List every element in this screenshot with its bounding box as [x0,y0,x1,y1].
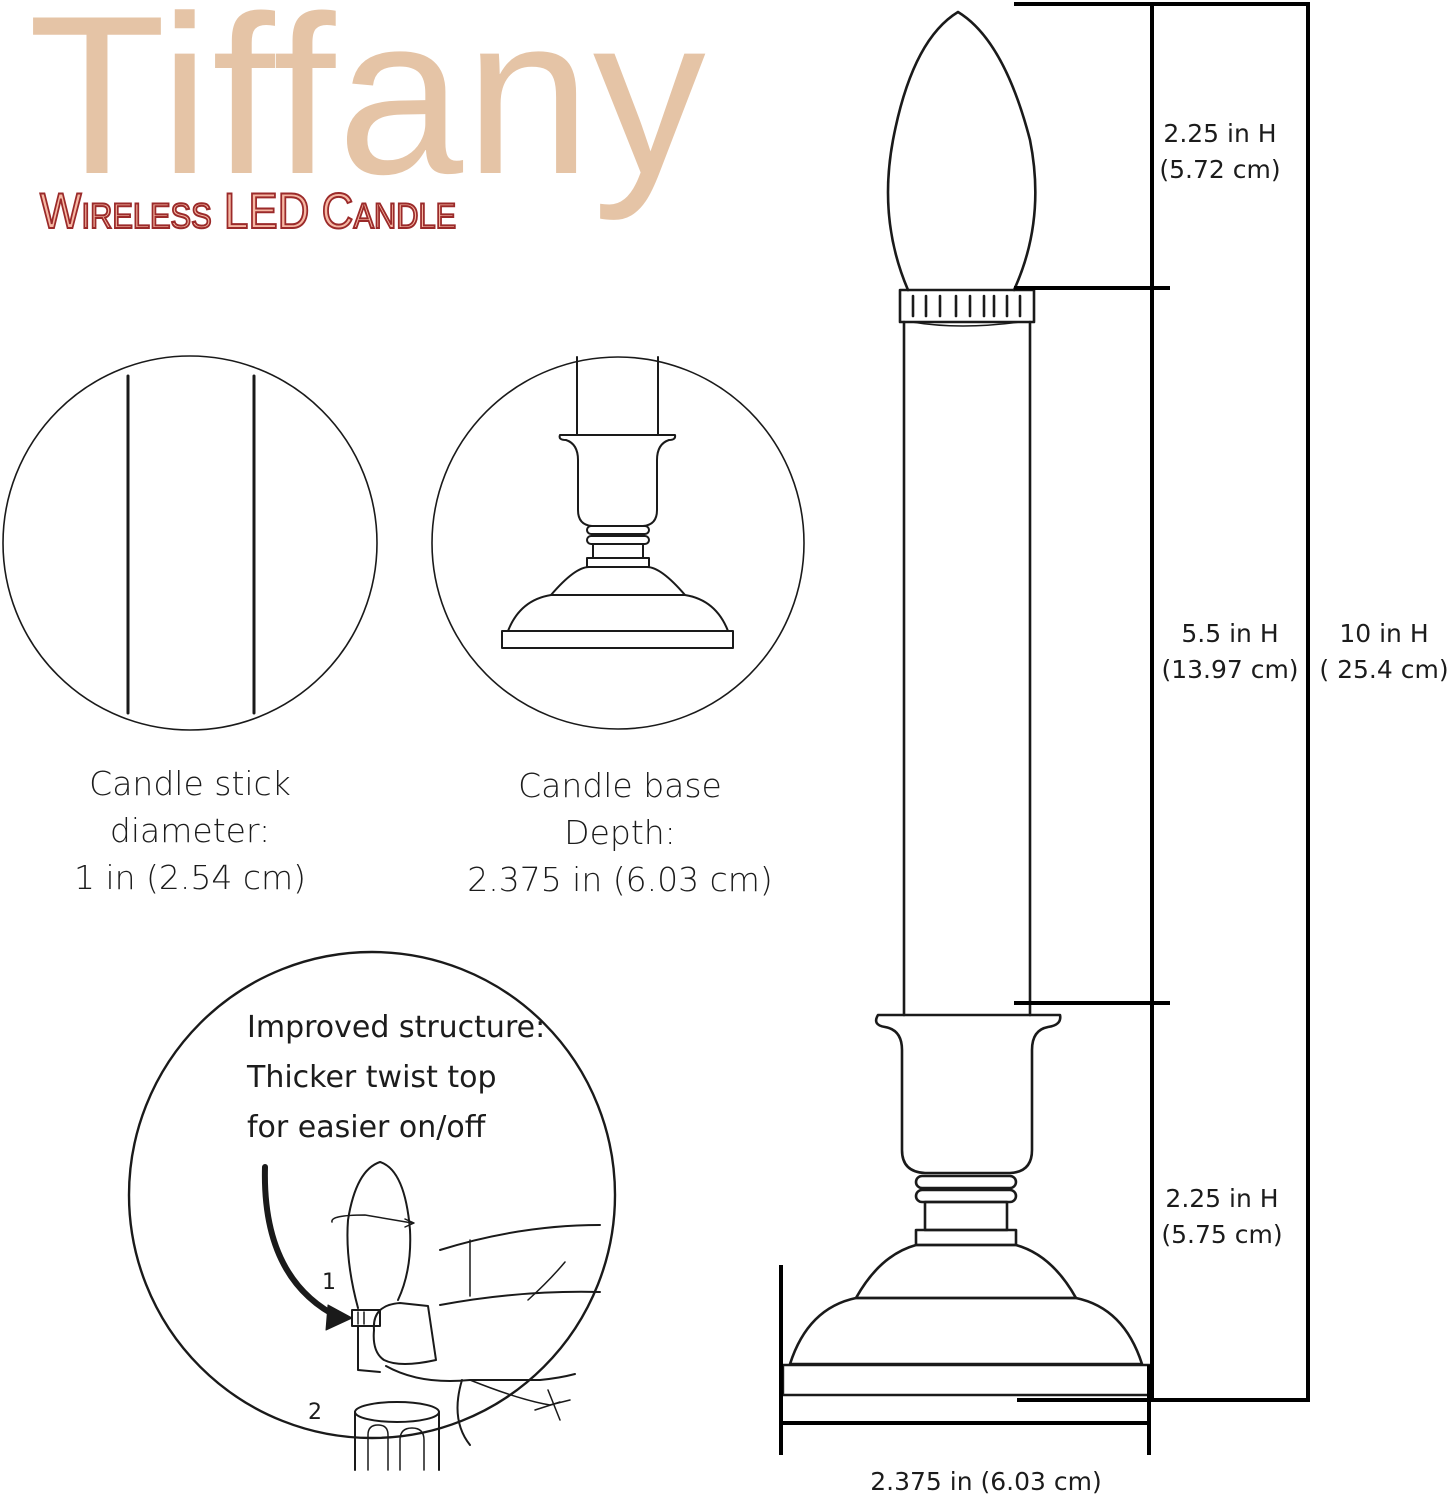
total-height-cm: ( 25.4 cm) [1319,655,1449,684]
base-caption-line1: Candle base [518,766,722,805]
stick-diameter-caption: Candle stick diameter: 1 in (2.54 cm) [40,760,340,901]
stick-height-label: 5.5 in H (13.97 cm) [1155,616,1305,688]
base-height-in: 2.25 in H [1165,1184,1279,1213]
stick-height-cm: (13.97 cm) [1161,655,1299,684]
base-depth-circle [431,356,805,730]
brand-subtitle: Wireless LED Candle [39,183,457,239]
step-1-label: 1 [322,1270,336,1295]
bulb-height-in: 2.25 in H [1163,119,1277,148]
stick-caption-line1: Candle stick [89,764,291,803]
base-height-cm: (5.75 cm) [1161,1220,1283,1249]
total-height-in: 10 in H [1339,619,1429,648]
base-width-label: 2.375 in (6.03 cm) [870,1467,1102,1496]
twist-top-circle [127,950,617,1471]
stick-caption-line3: 1 in (2.54 cm) [73,858,307,897]
total-height-label: 10 in H ( 25.4 cm) [1316,616,1451,688]
stick-height-in: 5.5 in H [1181,619,1279,648]
twist-note-line2: Thicker twist top [247,1060,497,1095]
stick-diameter-circle [2,355,378,731]
bulb-height-cm: (5.72 cm) [1159,155,1281,184]
twist-note-line1: Improved structure: [247,1010,546,1045]
base-caption-line3: 2.375 in (6.03 cm) [467,860,773,899]
dimension-lines [779,2,1310,1455]
twist-note-line3: for easier on/off [247,1110,486,1145]
base-caption-line2: Depth: [564,813,676,852]
bulb-height-label: 2.25 in H (5.72 cm) [1155,116,1285,188]
main-candle [781,10,1153,1397]
brand-title: Tiffany [28,0,708,221]
base-depth-caption: Candle base Depth: 2.375 in (6.03 cm) [440,762,800,903]
stick-caption-line2: diameter: [109,811,271,850]
step-2-label: 2 [308,1400,322,1425]
twist-note: Improved structure: Thicker twist top fo… [247,1003,545,1153]
base-height-label: 2.25 in H (5.75 cm) [1157,1181,1287,1253]
